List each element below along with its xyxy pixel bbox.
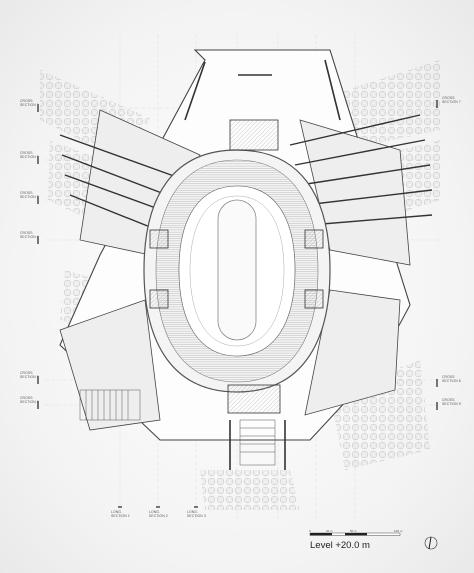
scale-tick-label: 100 m [394,529,403,533]
section-label: LONG. SECTION 2 [149,510,168,518]
section-label: LONG. SECTION 1 [111,510,130,518]
entry-ramps [184,59,341,470]
infield [217,199,257,341]
scale-tick-label: 0 [309,529,311,533]
level-title: Level +20.0 m [310,540,370,551]
section-label: CROSS SECTION 8 [442,375,461,383]
wing-structures [59,109,411,431]
north-arrow-icon [424,536,438,550]
section-label: CROSS SECTION 1 [20,99,39,107]
section-label: CROSS SECTION 6 [20,396,39,404]
section-label: CROSS SECTION 5 [20,371,39,379]
scale-bar [309,532,401,536]
stair-blocks [79,389,276,466]
scale-tick-label: 50 m [350,529,357,533]
section-label: LONG. SECTION 3 [187,510,206,518]
section-label: CROSS SECTION 3 [20,191,39,199]
section-label: CROSS SECTION 9 [442,398,461,406]
track-inner-line [189,195,285,347]
scale-tick-label: 20 m [326,529,333,533]
section-label: CROSS SECTION 2 [20,151,39,159]
section-label: CROSS SECTION 4 [20,231,39,239]
section-markers [37,100,438,508]
core-blocks [149,119,324,414]
section-label: CROSS SECTION 7 [442,96,461,104]
